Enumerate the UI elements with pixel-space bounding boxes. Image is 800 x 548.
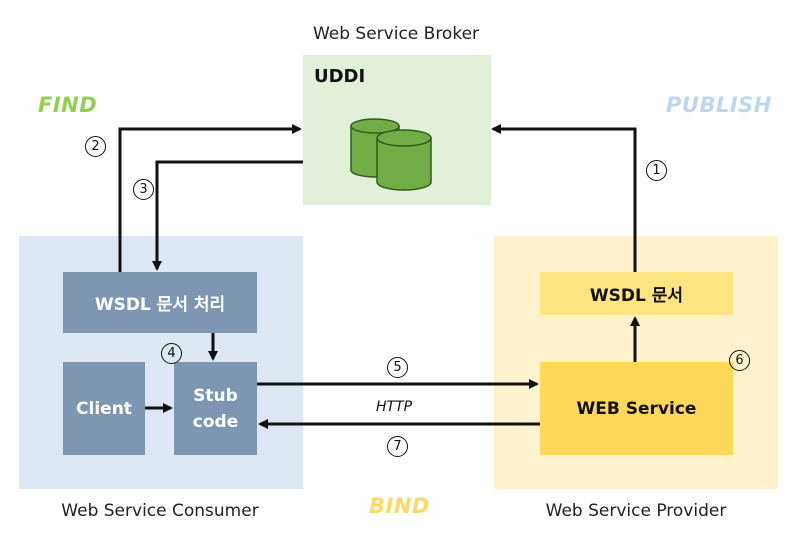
database-icon	[350, 118, 432, 191]
step-5-marker: 5	[387, 357, 408, 378]
arrow-find-response	[152, 160, 303, 271]
step-1-marker: 1	[646, 160, 667, 181]
uddi-title: UDDI	[314, 66, 366, 87]
step-6-marker: 6	[729, 350, 750, 371]
step-4-marker: 4	[161, 343, 182, 364]
step-2-marker: 2	[85, 136, 106, 157]
bind-label: BIND	[369, 494, 430, 518]
publish-label: PUBLISH	[666, 93, 772, 117]
stub-code-box: Stub code	[174, 362, 257, 455]
find-label: FIND	[38, 93, 98, 117]
client-box: Client	[63, 362, 145, 455]
http-label: HTTP	[376, 399, 413, 415]
step-7-marker: 7	[387, 436, 408, 457]
arrow-find-request	[118, 124, 302, 272]
web-service-box: WEB Service	[540, 362, 733, 455]
arrow-publish	[491, 124, 637, 272]
wsdl-document-box: WSDL 문서	[540, 272, 733, 315]
wsdl-processing-box: WSDL 문서 처리	[63, 272, 257, 333]
consumer-caption: Web Service Consumer	[61, 501, 259, 521]
broker-caption: Web Service Broker	[312, 24, 480, 44]
provider-caption: Web Service Provider	[545, 501, 727, 521]
step-3-marker: 3	[133, 179, 154, 200]
